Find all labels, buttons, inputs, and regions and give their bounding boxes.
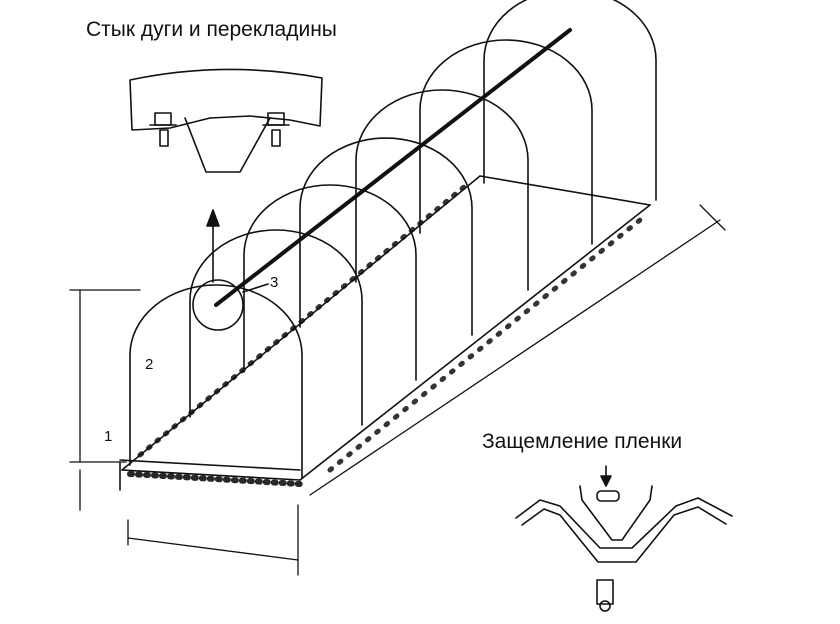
clamp-detail — [515, 465, 733, 612]
arches — [129, 0, 657, 479]
joint-circle — [192, 279, 244, 331]
joint-detail-title: Стык дуги и перекладины — [86, 18, 337, 41]
ridge-crossbar — [214, 28, 572, 307]
part-number-3: 3 — [270, 274, 279, 291]
part-number-1: 1 — [104, 428, 113, 445]
clamp-detail-title: Защемление пленки — [482, 430, 683, 453]
part-number-2: 2 — [145, 356, 154, 373]
joint-arrow-head — [206, 209, 220, 227]
dimension-lines — [69, 204, 726, 576]
joint-detail — [129, 68, 323, 173]
